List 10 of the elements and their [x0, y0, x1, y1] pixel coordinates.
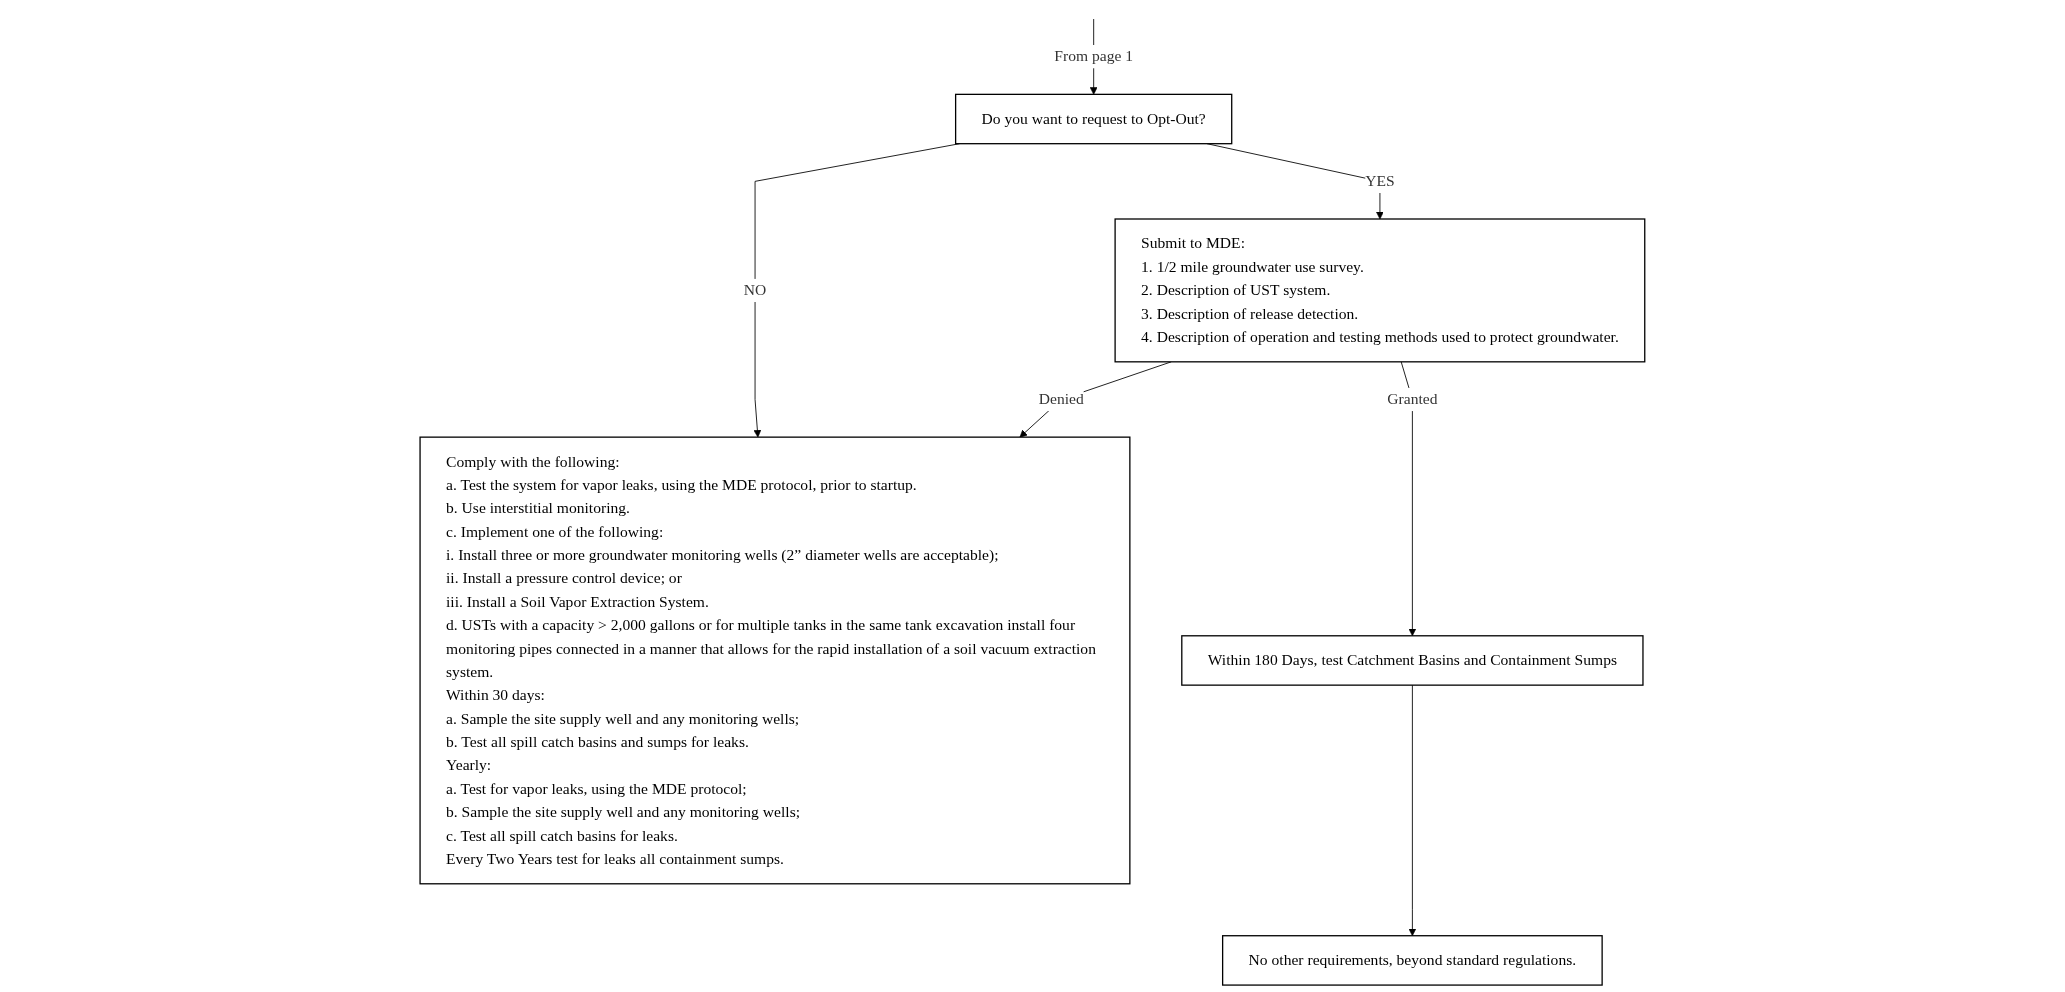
edge-label: YES	[1365, 172, 1395, 190]
node-box: Submit to MDE: 1. 1/2 mile groundwater use survey. 2. Description of UST system. 3. Description of release detection. 4. Description of operation and testing methods used to protect groundwater.	[1114, 218, 1646, 363]
edge-label: Granted	[1387, 390, 1438, 408]
edge-label: NO	[743, 281, 767, 299]
edge-label: From page 1	[1054, 47, 1134, 65]
node-box: Comply with the following: a. Test the system for vapor leaks, using the MDE protocol, prior to startup. b. Use interstitial monitoring. c. Implement one of the following: i. Install three or more groundwater monitoring wells (2” diameter wells are acceptable); ii. Install a pressure control device; or iii. Install a Soil Vapor Extraction System. d. USTs with a capacity > 2,000 gallons or for multiple tanks in the same tank excavation install four monitoring pipes connected in a manner that allows for the rapid installation of a soil vacuum extraction system. Within 30 days: a. Sample the site supply well and any monitoring wells; b. Test all spill catch basins and sumps for leaks. Yearly: a. Test for vapor leaks, using the MDE protocol; b. Sample the site supply well and any monitoring wells; c. Test all spill catch basins for leaks. Every Two Years test for leaks all containment sumps.	[419, 436, 1131, 885]
edge-label: Denied	[1038, 390, 1084, 408]
node-box: No other requirements, beyond standard regulations.	[1222, 935, 1603, 986]
node-box: Within 180 Days, test Catchment Basins and Containment Sumps	[1181, 635, 1644, 686]
node-box: Do you want to request to Opt-Out?	[955, 93, 1233, 145]
